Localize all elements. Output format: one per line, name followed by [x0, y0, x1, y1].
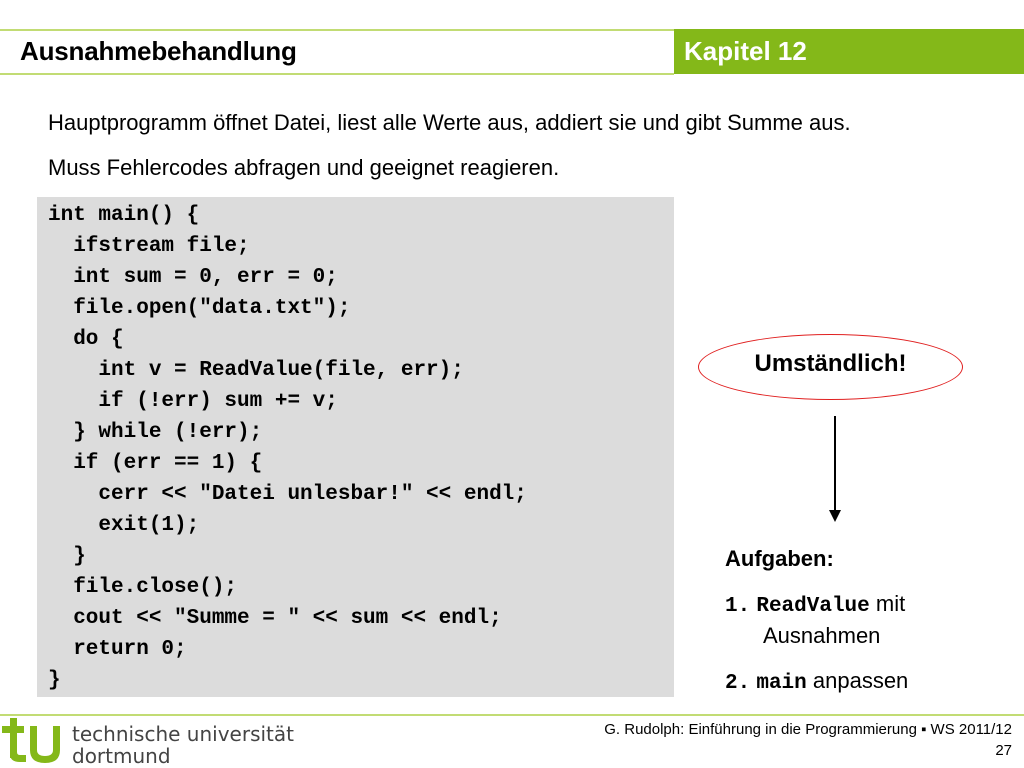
chapter-label: Kapitel 12 [684, 36, 807, 66]
chapter-banner [674, 29, 1024, 74]
code-line: } [48, 545, 86, 568]
university-name-line-2: dortmund [72, 744, 171, 768]
page-number: 27 [995, 742, 1012, 759]
task-item-2: 2. main anpassen [725, 668, 908, 695]
intro-line-1: Hauptprogramm öffnet Datei, liest alle W… [48, 110, 851, 135]
code-line: } [48, 669, 61, 692]
code-line: return 0; [48, 638, 187, 661]
university-name-line-1: technische universität [72, 722, 294, 746]
task-number: 1. [725, 595, 751, 618]
code-line: exit(1); [48, 514, 200, 537]
task-text: mit [869, 591, 906, 616]
code-line: cout << "Summe = " << sum << endl; [48, 607, 502, 630]
code-line: ifstream file; [48, 235, 250, 258]
task-item-1: 1. ReadValue mit [725, 591, 905, 618]
course-info: G. Rudolph: Einführung in die Programmie… [604, 721, 1012, 738]
footer-rule [0, 714, 1024, 716]
task-code: main [756, 672, 807, 695]
task-number: 2. [725, 672, 751, 695]
arrow-down-icon [829, 510, 841, 522]
code-line: } while (!err); [48, 421, 263, 444]
code-line: cerr << "Datei unlesbar!" << endl; [48, 483, 527, 506]
code-line: file.close(); [48, 576, 238, 599]
callout-label: Umständlich! [754, 350, 907, 377]
intro-line-2: Muss Fehlercodes abfragen und geeignet r… [48, 155, 560, 180]
code-line: int sum = 0, err = 0; [48, 266, 338, 289]
tu-logo-icon [2, 718, 60, 763]
tasks-heading: Aufgaben: [725, 546, 834, 571]
arrow-shaft [834, 416, 836, 512]
code-line: file.open("data.txt"); [48, 297, 351, 320]
code-line: if (!err) sum += v; [48, 390, 338, 413]
slide-title: Ausnahmebehandlung [20, 36, 297, 66]
task-item-1-continued: Ausnahmen [763, 623, 881, 648]
code-line: do { [48, 328, 124, 351]
task-text: anpassen [806, 668, 909, 693]
callout-ellipse [698, 334, 963, 400]
code-line: if (err == 1) { [48, 452, 263, 475]
task-code: ReadValue [756, 595, 870, 618]
code-line: int main() { [48, 204, 200, 227]
code-block: int main() { ifstream file; int sum = 0,… [37, 197, 674, 697]
header-top-rule [0, 29, 674, 31]
code-line: int v = ReadValue(file, err); [48, 359, 464, 382]
title-underline [0, 73, 674, 75]
